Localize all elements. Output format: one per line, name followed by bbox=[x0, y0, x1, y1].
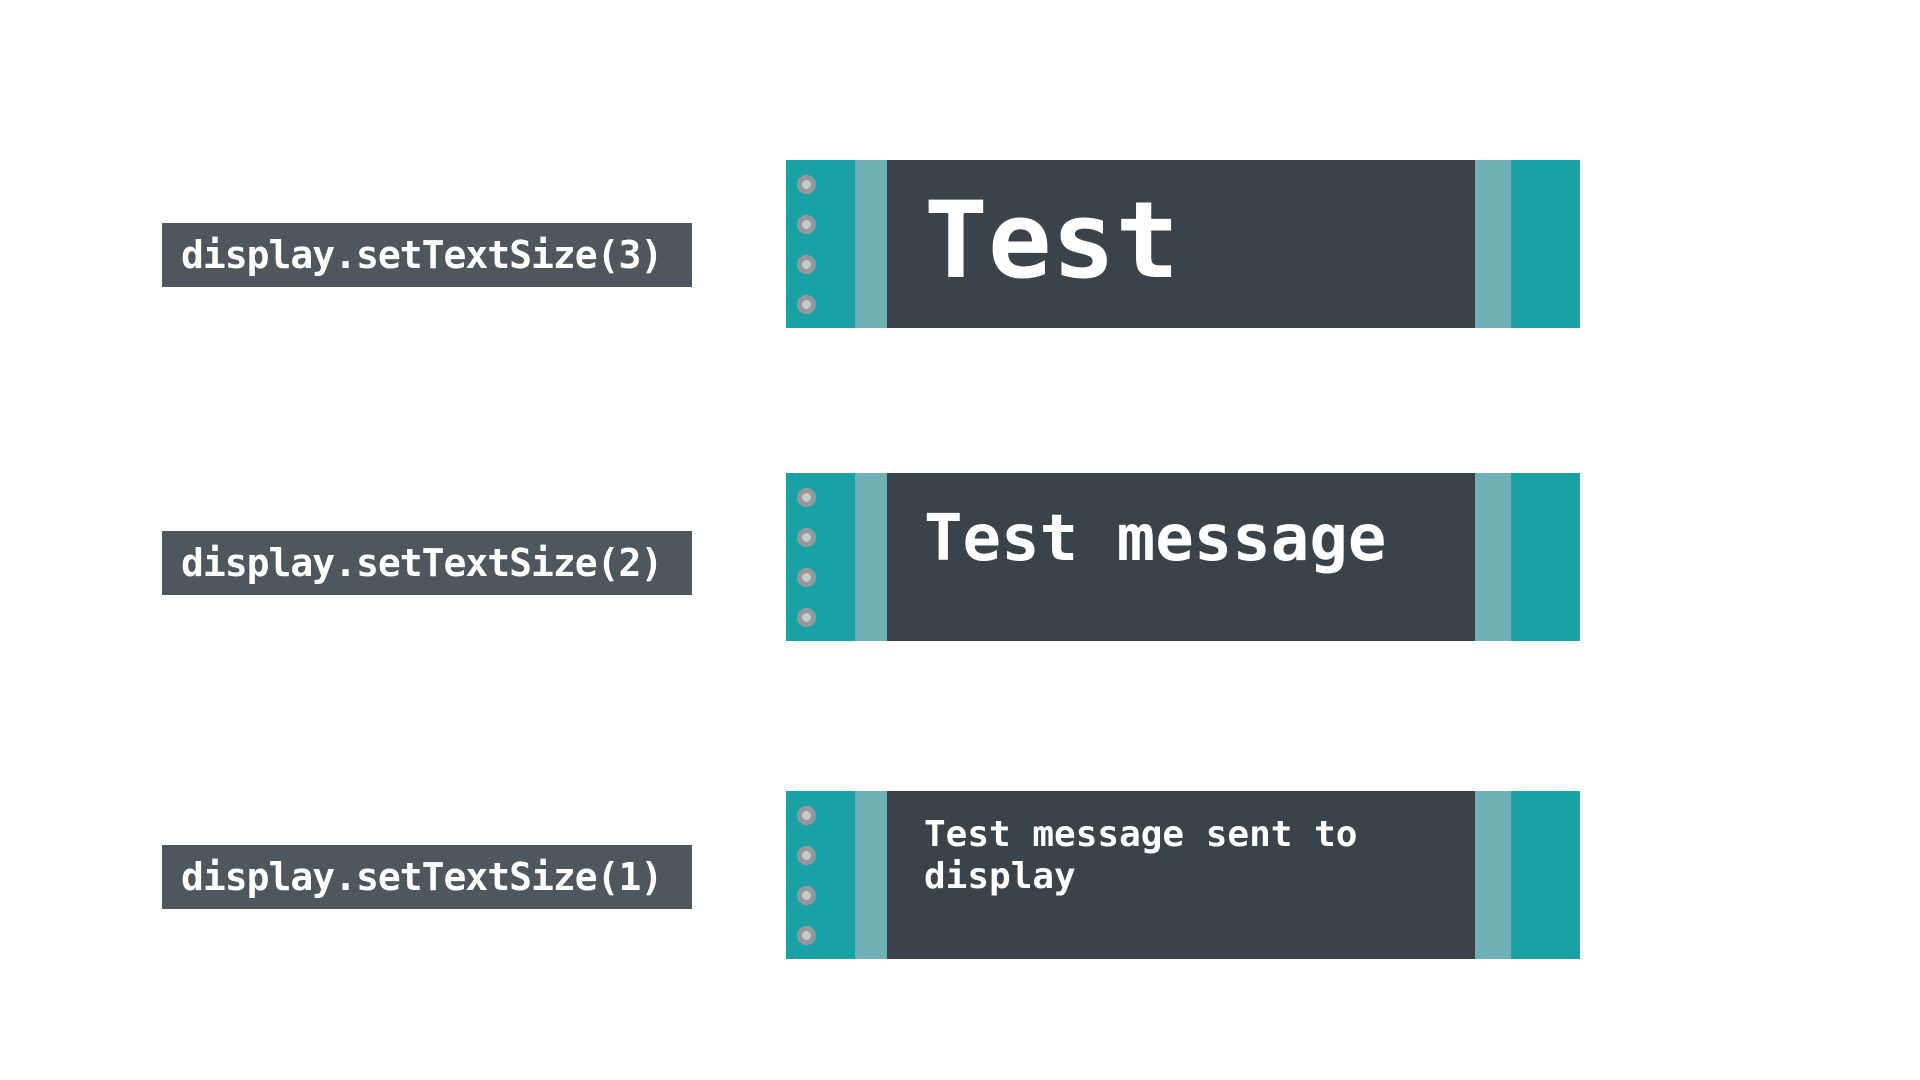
solder-pad-icon bbox=[797, 294, 816, 314]
pin-strip-left bbox=[786, 160, 855, 328]
solder-pad-icon bbox=[797, 885, 816, 905]
solder-pad-icon bbox=[797, 925, 816, 945]
accent-strip-right bbox=[1475, 791, 1511, 959]
display-screen: Test bbox=[887, 160, 1475, 328]
display-text: Test message bbox=[924, 502, 1387, 576]
code-text: display.setTextSize(2) bbox=[181, 541, 663, 585]
oled-display-module-size-2: Test message bbox=[786, 473, 1580, 641]
accent-strip-left bbox=[855, 160, 887, 328]
accent-strip-left bbox=[855, 791, 887, 959]
code-text: display.setTextSize(3) bbox=[181, 233, 663, 277]
solder-pad-icon bbox=[797, 805, 816, 825]
solder-pad-icon bbox=[797, 174, 816, 194]
display-text: Test message sent to display bbox=[924, 814, 1358, 897]
solder-pad-icon bbox=[797, 607, 816, 627]
display-screen: Test message sent to display bbox=[887, 791, 1475, 959]
accent-strip-right bbox=[1475, 160, 1511, 328]
end-cap-right bbox=[1511, 791, 1580, 959]
oled-display-module-size-1: Test message sent to display bbox=[786, 791, 1580, 959]
solder-pad-icon bbox=[797, 527, 816, 547]
solder-pad-icon bbox=[797, 845, 816, 865]
code-label-settextsize-1: display.setTextSize(1) bbox=[162, 845, 692, 909]
oled-display-module-size-3: Test bbox=[786, 160, 1580, 328]
code-label-settextsize-3: display.setTextSize(3) bbox=[162, 223, 692, 287]
end-cap-right bbox=[1511, 160, 1580, 328]
solder-pad-icon bbox=[797, 254, 816, 274]
pin-strip-left bbox=[786, 791, 855, 959]
display-text: Test bbox=[924, 179, 1180, 302]
end-cap-right bbox=[1511, 473, 1580, 641]
pin-strip-left bbox=[786, 473, 855, 641]
code-text: display.setTextSize(1) bbox=[181, 855, 663, 899]
display-screen: Test message bbox=[887, 473, 1475, 641]
accent-strip-right bbox=[1475, 473, 1511, 641]
accent-strip-left bbox=[855, 473, 887, 641]
solder-pad-icon bbox=[797, 487, 816, 507]
solder-pad-icon bbox=[797, 567, 816, 587]
code-label-settextsize-2: display.setTextSize(2) bbox=[162, 531, 692, 595]
solder-pad-icon bbox=[797, 214, 816, 234]
